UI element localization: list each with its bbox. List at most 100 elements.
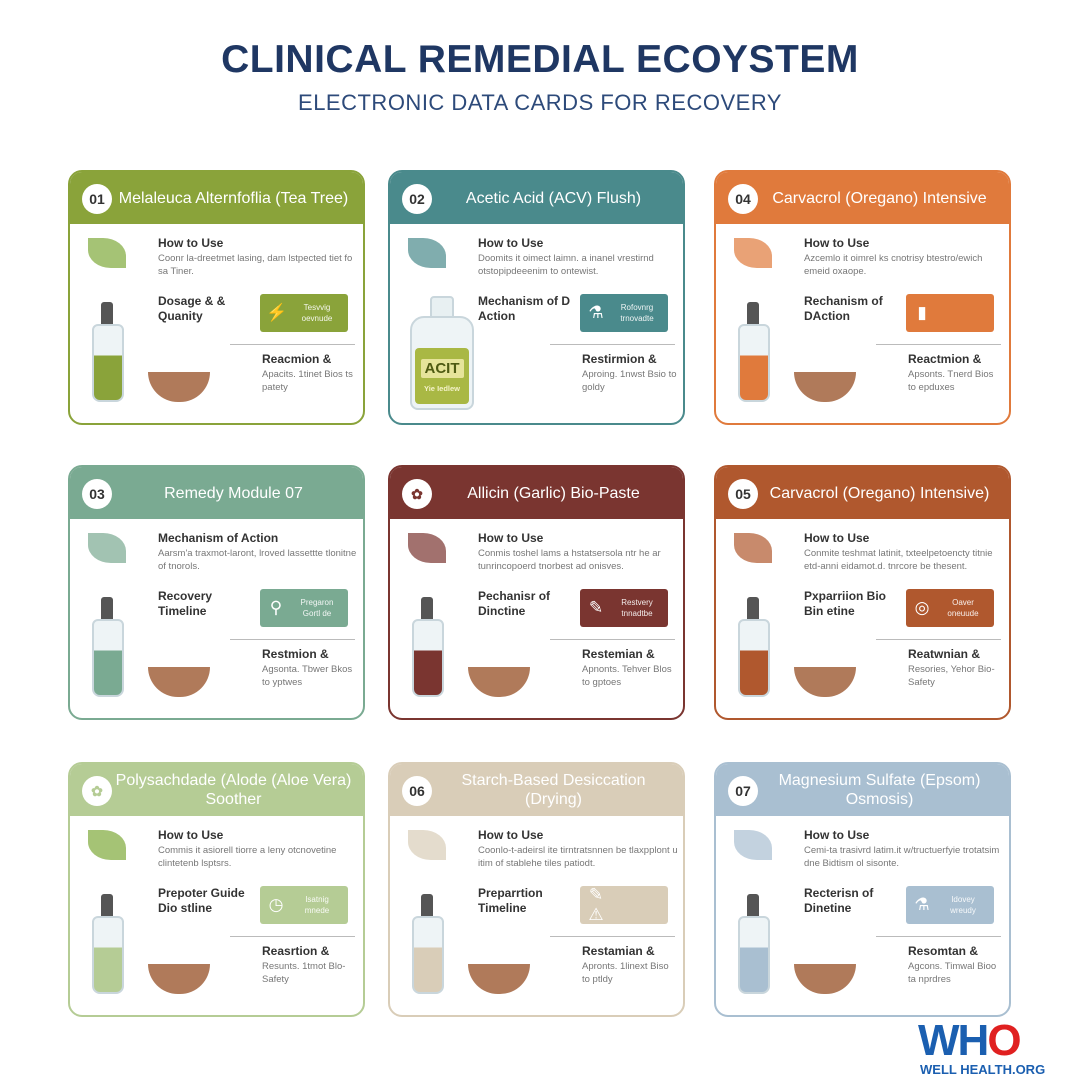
card-badge: 06: [402, 776, 432, 806]
card-header: 06 Starch-Based Desiccation (Drying): [390, 764, 683, 816]
card-badge: 03: [82, 479, 112, 509]
section-heading: Reacmion &: [262, 352, 332, 366]
section-body: Apronts. 1linext Biso to ptldy: [582, 961, 669, 985]
section-heading: Resomtan &: [908, 944, 979, 958]
bottle-icon: ▮: [917, 303, 927, 322]
card-title: Carvacrol (Oregano) Intensive): [769, 484, 990, 502]
section-heading: How to Use: [478, 236, 544, 250]
info-chip[interactable]: ⚲ Pregaron Gortl de: [260, 589, 348, 627]
section-heading: Dosage & & Quanity: [158, 294, 226, 323]
section-body: Apsonts. Tnerd Bios to epduxes: [908, 369, 994, 393]
section-body: Apnonts. Tehver Blos to gptoes: [582, 664, 672, 688]
section-body: Resories, Yehor Bio-Safety: [908, 664, 995, 688]
wrench-warning-icon: ✎ ⚠: [588, 885, 604, 924]
remedy-card[interactable]: 01 Melaleuca Alternfoflia (Tea Tree) How…: [68, 170, 365, 425]
page-title: CLINICAL REMEDIAL ECOYSTEM: [221, 38, 859, 81]
card-badge: 07: [728, 776, 758, 806]
card-header: ✿ Polysachdade (Alode (Aloe Vera) Soothe…: [70, 764, 363, 816]
section-heading: Pechanisr of Dinctine: [478, 589, 551, 618]
remedy-card[interactable]: 03 Remedy Module 07 Mechanism of Action …: [68, 465, 365, 720]
section-heading: Mechanism of Action: [158, 531, 279, 545]
card-header: 02 Acetic Acid (ACV) Flush): [390, 172, 683, 224]
clock-icon: ◷: [268, 895, 284, 914]
card-header: 01 Melaleuca Alternfoflia (Tea Tree): [70, 172, 363, 224]
card-header: 04 Carvacrol (Oregano) Intensive: [716, 172, 1009, 224]
card-badge: 01: [82, 184, 112, 214]
remedy-card[interactable]: 04 Carvacrol (Oregano) Intensive How to …: [714, 170, 1011, 425]
remedy-card[interactable]: 06 Starch-Based Desiccation (Drying) How…: [388, 762, 685, 1017]
card-title: Acetic Acid (ACV) Flush): [465, 189, 642, 207]
section-body: Commis it asiorell tiorre a leny otcnove…: [158, 845, 337, 869]
card-header: 05 Carvacrol (Oregano) Intensive): [716, 467, 1009, 519]
section-body: Conmite teshmat latinit, txteelpetoencty…: [804, 548, 993, 572]
divider: [230, 936, 355, 937]
section-body: Cemi-ta trasivrd latim.it w/tructuerfyie…: [804, 845, 1000, 869]
card-badge: 02: [402, 184, 432, 214]
info-chip[interactable]: ◷ Isatnig mnede: [260, 886, 348, 924]
section-heading: Reatwnian &: [908, 647, 981, 661]
info-chip[interactable]: ⚡ Tesvvig oevnude: [260, 294, 348, 332]
card-title: Magnesium Sulfate (Epsom) Osmosis): [778, 772, 981, 808]
logo-subtext: WELL HEALTH.ORG: [920, 1062, 1046, 1077]
card-header: 03 Remedy Module 07: [70, 467, 363, 519]
card-number: 03: [89, 486, 105, 502]
divider: [550, 936, 675, 937]
card-title: Melaleuca Alternfoflia (Tea Tree): [118, 189, 349, 207]
card-badge: 04: [728, 184, 758, 214]
chip-text: Tesvvig oevnude: [301, 303, 333, 323]
remedy-card[interactable]: 07 Magnesium Sulfate (Epsom) Osmosis) Ho…: [714, 762, 1011, 1017]
info-chip[interactable]: ✎ Restvery tnnadtbe: [580, 589, 668, 627]
remedy-card[interactable]: 05 Carvacrol (Oregano) Intensive) How to…: [714, 465, 1011, 720]
section-heading: Rechanism of DAction: [804, 294, 883, 323]
section-heading: Recterisn of Dinetine: [804, 886, 874, 915]
card-title: Starch-Based Desiccation (Drying): [461, 772, 646, 808]
section-heading: Restmion &: [262, 647, 329, 661]
section-heading: Restirmion &: [582, 352, 657, 366]
medal-icon: ◎: [914, 598, 930, 617]
card-title: Allicin (Garlic) Bio-Paste: [467, 484, 640, 502]
section-heading: Restamian &: [582, 944, 655, 958]
section-heading: How to Use: [158, 236, 224, 250]
remedy-card[interactable]: 02 Acetic Acid (ACV) Flush) ACIT Yie Ied…: [388, 170, 685, 425]
section-heading: How to Use: [804, 531, 870, 545]
section-heading: Mechanism of D Action: [478, 294, 571, 323]
aloe-icon: ✿: [91, 782, 103, 799]
info-chip[interactable]: ◎ Oaver oneuude: [906, 589, 994, 627]
page-subtitle: ELECTRONIC DATA CARDS FOR RECOVERY: [298, 90, 782, 115]
section-heading: Recovery Timeline: [158, 589, 213, 618]
card-title: Carvacrol (Oregano) Intensive: [772, 189, 987, 207]
card-number: 02: [409, 191, 425, 207]
logo-wordmark: WHO: [918, 1016, 1022, 1065]
section-heading: Preparrtion Timeline: [478, 886, 543, 915]
card-header: 07 Magnesium Sulfate (Epsom) Osmosis): [716, 764, 1009, 816]
remedy-card[interactable]: ✿ Allicin (Garlic) Bio-Paste How to Use …: [388, 465, 685, 720]
chip-text: Rofovnrg trnovadte: [620, 303, 654, 323]
bottle-sublabel-text: Yie Iedlew: [424, 384, 460, 393]
info-chip[interactable]: ⚗ Idovey wreudy: [906, 886, 994, 924]
wrench-icon: ✎: [588, 598, 604, 617]
info-chip[interactable]: ✎ ⚠: [580, 885, 668, 924]
flask-icon: ⚗: [588, 303, 604, 322]
remedy-card[interactable]: ✿ Polysachdade (Alode (Aloe Vera) Soothe…: [68, 762, 365, 1017]
section-heading: Restemian &: [582, 647, 655, 661]
section-heading: How to Use: [804, 236, 870, 250]
chip-text: Oaver oneuude: [947, 598, 979, 618]
bottle-label: ACIT Yie Iedlew: [415, 348, 469, 404]
acid-bottle-icon: ACIT Yie Iedlew: [410, 296, 474, 412]
card-number: 04: [735, 191, 751, 207]
section-heading: How to Use: [804, 828, 870, 842]
section-body: Resunts. 1tmot Blo-Safety: [262, 961, 346, 985]
divider: [230, 344, 355, 345]
section-heading: How to Use: [158, 828, 224, 842]
info-chip[interactable]: ⚗ Rofovnrg trnovadte: [580, 294, 668, 332]
section-heading: Prepoter Guide Dio stline: [158, 886, 245, 915]
card-title: Polysachdade (Alode (Aloe Vera) Soother: [115, 772, 352, 808]
chip-text: Restvery tnnadtbe: [621, 598, 653, 618]
divider: [550, 344, 675, 345]
card-title: Remedy Module 07: [164, 484, 303, 502]
info-chip[interactable]: ▮: [906, 294, 994, 332]
section-heading: How to Use: [478, 531, 544, 545]
card-number: 01: [89, 191, 105, 207]
card-badge: ✿: [82, 776, 112, 806]
section-heading: How to Use: [478, 828, 544, 842]
